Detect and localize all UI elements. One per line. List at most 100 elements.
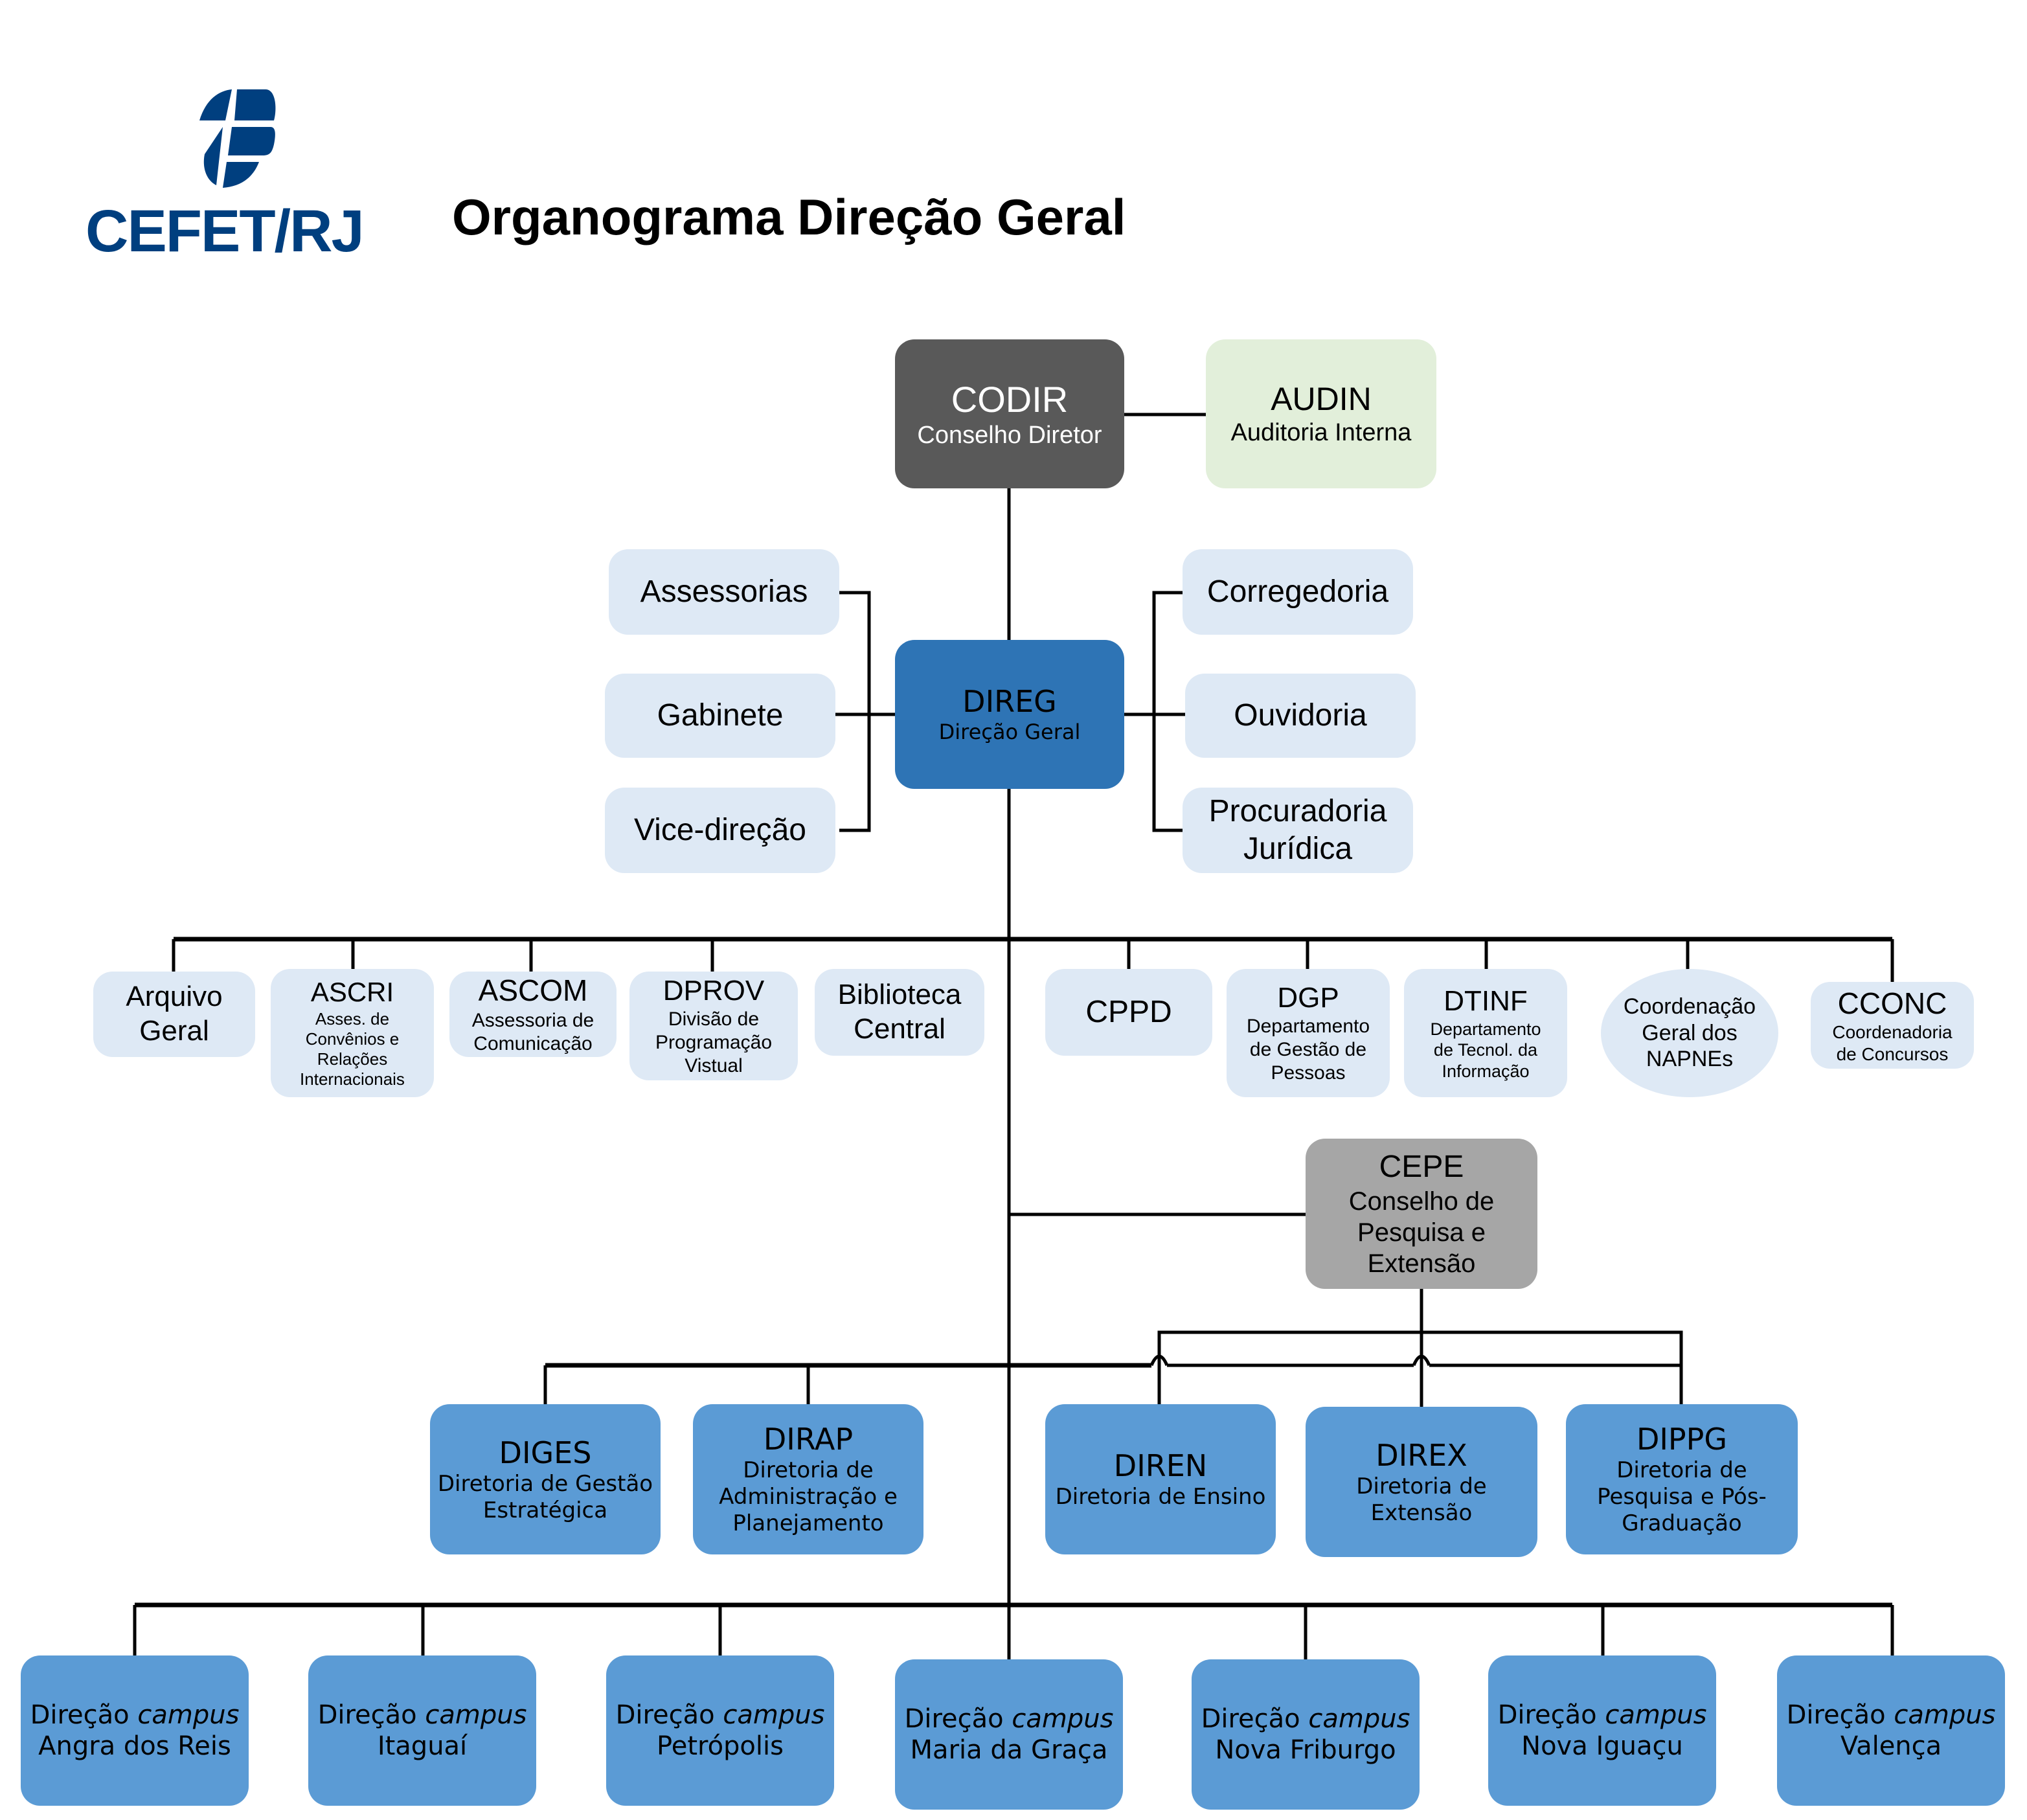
unit-name-line: Departamento [1430,1019,1541,1039]
directorate-dippg[interactable]: DIPPG Diretoria de Pesquisa e Pós- Gradu… [1566,1404,1798,1554]
unit-name-line: de Concursos [1836,1043,1949,1064]
directorate-name-line: Administração e [719,1484,898,1510]
logo-text: CEFET/RJ [85,198,365,264]
directorate-diges[interactable]: DIGES Diretoria de Gestão Estratégica [430,1404,661,1554]
unit-label: Corregedoria [1206,574,1389,609]
unit-name-line: Assessoria de [471,1009,595,1031]
unit-label-line2: Jurídica [1243,832,1353,866]
cepe-name-line: Extensão [1367,1249,1476,1278]
campus-title: Direção campus [30,1700,240,1730]
unit-label: Gabinete [657,698,784,733]
unit-name-line: Relações [317,1049,388,1069]
audin-acronym: AUDIN [1271,381,1372,418]
staff-cconc[interactable]: CCONC Coordenadoria de Concursos [1811,982,1974,1069]
unit-name-line: NAPNEs [1646,1047,1734,1072]
directorate-name-line: Graduação [1622,1510,1742,1536]
unit-vice-direcao[interactable]: Vice-direção [605,788,835,873]
staff-ascri[interactable]: ASCRI Asses. de Convênios e Relações Int… [271,969,434,1097]
unit-label-line1: Biblioteca [837,979,962,1011]
unit-label: Vice-direção [634,813,806,848]
campus-title: Direção campus [904,1704,1114,1734]
directorate-dirap[interactable]: DIRAP Diretoria de Administração e Plane… [693,1404,923,1554]
staff-dgp[interactable]: DGP Departamento de Gestão de Pessoas [1227,969,1390,1097]
unit-name-line: Pessoas [1271,1062,1346,1084]
direg-acronym: DIREG [962,684,1057,720]
unit-assessorias[interactable]: Assessorias [609,549,839,635]
directorate-name-line: Diretoria de Gestão [437,1470,653,1497]
cepe-acronym: CEPE [1379,1150,1464,1185]
staff-dprov[interactable]: DPROV Divisão de Programação Vistual [629,972,798,1080]
unit-label-line1: Arquivo [126,981,223,1013]
audin-box[interactable]: AUDIN Auditoria Interna [1206,339,1436,488]
unit-name-line: Coordenação [1623,994,1756,1019]
unit-corregedoria[interactable]: Corregedoria [1183,549,1413,635]
staff-cppd[interactable]: CPPD [1045,969,1212,1056]
staff-napnes[interactable]: Coordenação Geral dos NAPNEs [1601,969,1778,1097]
campus-name: Angra dos Reis [38,1731,231,1761]
staff-dtinf[interactable]: DTINF Departamento de Tecnol. da Informa… [1404,969,1567,1097]
unit-name-line: Geral dos [1642,1020,1738,1045]
directorate-name-line: Pesquisa e Pós- [1597,1484,1767,1510]
campus-title: Direção campus [1201,1704,1410,1734]
directorate-acronym: DIREX [1376,1437,1467,1473]
directorate-name-line: Diretoria de Ensino [1055,1484,1266,1510]
campus-title: Direção campus [615,1700,825,1730]
codir-acronym: CODIR [951,378,1069,420]
campus-name: Maria da Graça [910,1735,1108,1765]
unit-acronym: DPROV [662,974,765,1007]
direg-box[interactable]: DIREG Direção Geral [895,640,1124,789]
unit-procuradoria-juridica[interactable]: Procuradoria Jurídica [1183,788,1413,873]
campus-title: Direção campus [1786,1700,1996,1730]
unit-name-line: de Gestão de [1249,1039,1367,1061]
unit-ouvidoria[interactable]: Ouvidoria [1185,674,1416,758]
campus-title: Direção campus [1497,1700,1707,1730]
codir-name: Conselho Diretor [917,421,1102,449]
page-title: Organograma Direção Geral [452,188,1126,245]
unit-name-line: Convênios e [305,1029,400,1049]
unit-name-line: Informação [1442,1061,1530,1081]
directorate-acronym: DIRAP [763,1422,854,1457]
campus-name: Nova Iguaçu [1521,1731,1683,1761]
unit-label: Assessorias [640,574,808,609]
unit-name-line: Divisão de [668,1008,760,1030]
unit-acronym: CPPD [1085,995,1172,1030]
cepe-name-line: Pesquisa e [1357,1218,1486,1247]
directorate-diren[interactable]: DIREN Diretoria de Ensino [1045,1404,1276,1554]
campus-name: Petrópolis [657,1731,784,1761]
unit-label-line2: Geral [139,1015,209,1047]
cepe-name-line: Conselho de [1348,1187,1495,1216]
campus-title: Direção campus [317,1700,527,1730]
unit-gabinete[interactable]: Gabinete [605,674,835,758]
campus-name: Nova Friburgo [1215,1735,1396,1765]
directorate-name-line: Planejamento [732,1510,884,1536]
cepe-box[interactable]: CEPE Conselho de Pesquisa e Extensão [1306,1139,1537,1289]
directorate-acronym: DIGES [499,1435,592,1470]
campus-name: Itaguaí [377,1731,468,1761]
unit-name-line: de Tecnol. da [1433,1040,1538,1060]
staff-ascom[interactable]: ASCOM Assessoria de Comunicação [449,972,617,1057]
unit-name-line: Coordenadoria [1832,1022,1953,1042]
direg-name: Direção Geral [938,720,1081,745]
unit-acronym: CCONC [1837,986,1947,1020]
unit-label-line1: Procuradoria [1208,794,1387,829]
directorate-name-line: Extensão [1370,1499,1473,1526]
unit-name-line: Programação [655,1032,773,1054]
directorate-name-line: Diretoria de [743,1457,874,1484]
directorate-name-line: Diretoria de [1616,1457,1747,1484]
codir-box[interactable]: CODIR Conselho Diretor [895,339,1124,488]
directorate-direx[interactable]: DIREX Diretoria de Extensão [1306,1407,1537,1557]
cefet-logo-icon [199,89,276,188]
campus-name: Valença [1840,1731,1942,1761]
staff-biblioteca-central[interactable]: Biblioteca Central [815,969,984,1056]
directorate-acronym: DIPPG [1636,1422,1728,1457]
unit-name-line: Internacionais [300,1069,405,1089]
staff-arquivo-geral[interactable]: Arquivo Geral [93,972,255,1057]
